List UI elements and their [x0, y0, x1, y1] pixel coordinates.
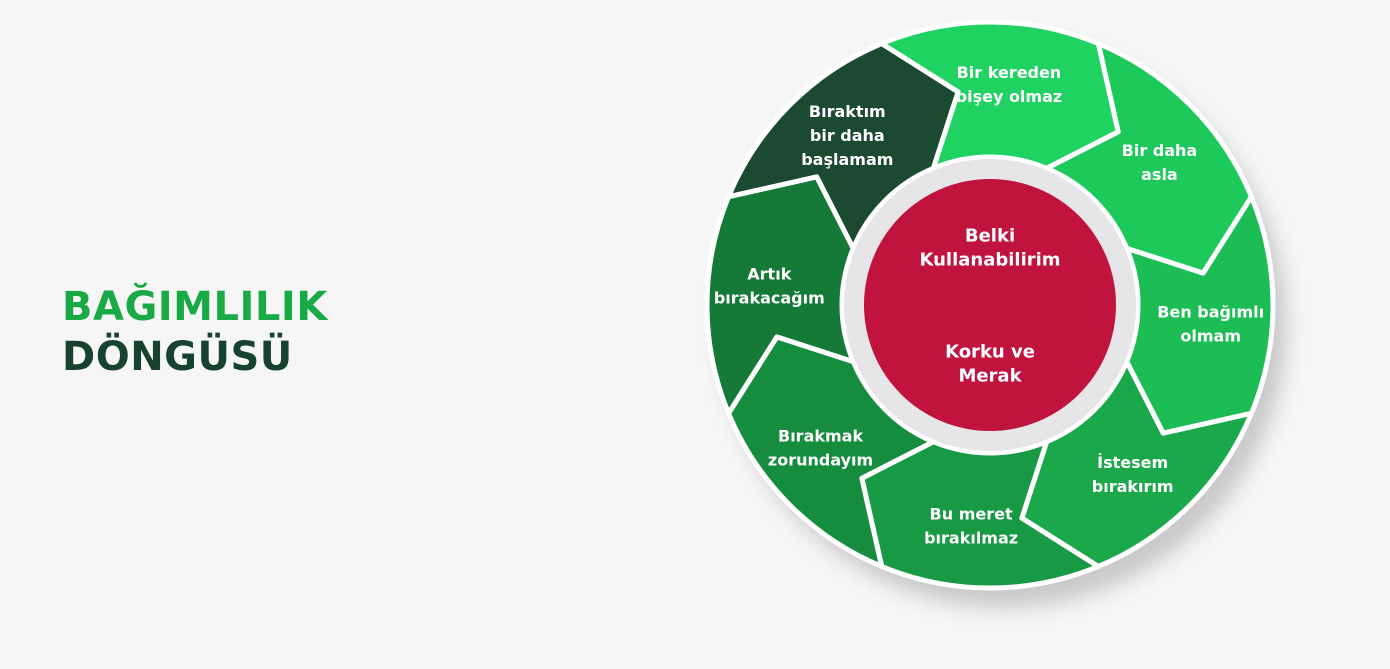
- segment-label-line: başlamam: [801, 150, 893, 169]
- center-bottom-label: Korku ve Merak: [945, 341, 1035, 386]
- segment-label: Artık bırakacağım: [714, 265, 825, 308]
- segment-label-line: Bu meret: [930, 504, 1013, 523]
- diagram-title: BAĞIMLILIK DÖNGÜSÜ: [62, 282, 328, 382]
- segment-label-line: Bir kereden: [957, 63, 1062, 82]
- segment-label-line: Bırakmak: [778, 426, 863, 445]
- segment-label-line: Artık: [747, 265, 791, 284]
- segment-label-line: bırakacağım: [714, 289, 825, 308]
- segment-label-line: İstesem: [1097, 453, 1168, 472]
- title-line-1: BAĞIMLILIK: [62, 284, 328, 330]
- center-top-label-line: Kullanabilirim: [919, 249, 1060, 270]
- center-bottom-label-line: Merak: [958, 365, 1022, 386]
- segment-label: Ben bağımlı olmam: [1157, 303, 1264, 346]
- segment-label: Bırakmak zorundayım: [768, 426, 873, 469]
- segment-label-line: bırakırım: [1092, 477, 1174, 496]
- segment-label-line: bişey olmaz: [956, 87, 1063, 106]
- segment-label-line: Bıraktım: [809, 102, 886, 121]
- segment-label: Bıraktım bir daha başlamam: [801, 102, 893, 169]
- segment-label: İstesem bırakırım: [1092, 453, 1174, 496]
- segment-label-line: bir daha: [810, 126, 885, 145]
- segment-label: Bir kereden bişey olmaz: [956, 63, 1063, 106]
- segment-label-line: Ben bağımlı: [1157, 303, 1264, 322]
- segment-label-line: bırakılmaz: [924, 528, 1018, 547]
- cycle-segment: [879, 19, 1121, 171]
- center-circle: [864, 179, 1116, 431]
- center-bottom-label-line: Korku ve: [945, 341, 1035, 362]
- segment-label-line: Bir daha: [1122, 141, 1198, 160]
- segment-label: Bir daha asla: [1122, 141, 1198, 184]
- center-top-label-line: Belki: [965, 225, 1015, 246]
- segment-label-line: zorundayım: [768, 450, 873, 469]
- title-line-2: DÖNGÜSÜ: [62, 334, 293, 380]
- segment-label-line: olmam: [1180, 327, 1241, 346]
- segment-label-line: asla: [1141, 165, 1178, 184]
- segment-label: Bu meret bırakılmaz: [924, 504, 1018, 547]
